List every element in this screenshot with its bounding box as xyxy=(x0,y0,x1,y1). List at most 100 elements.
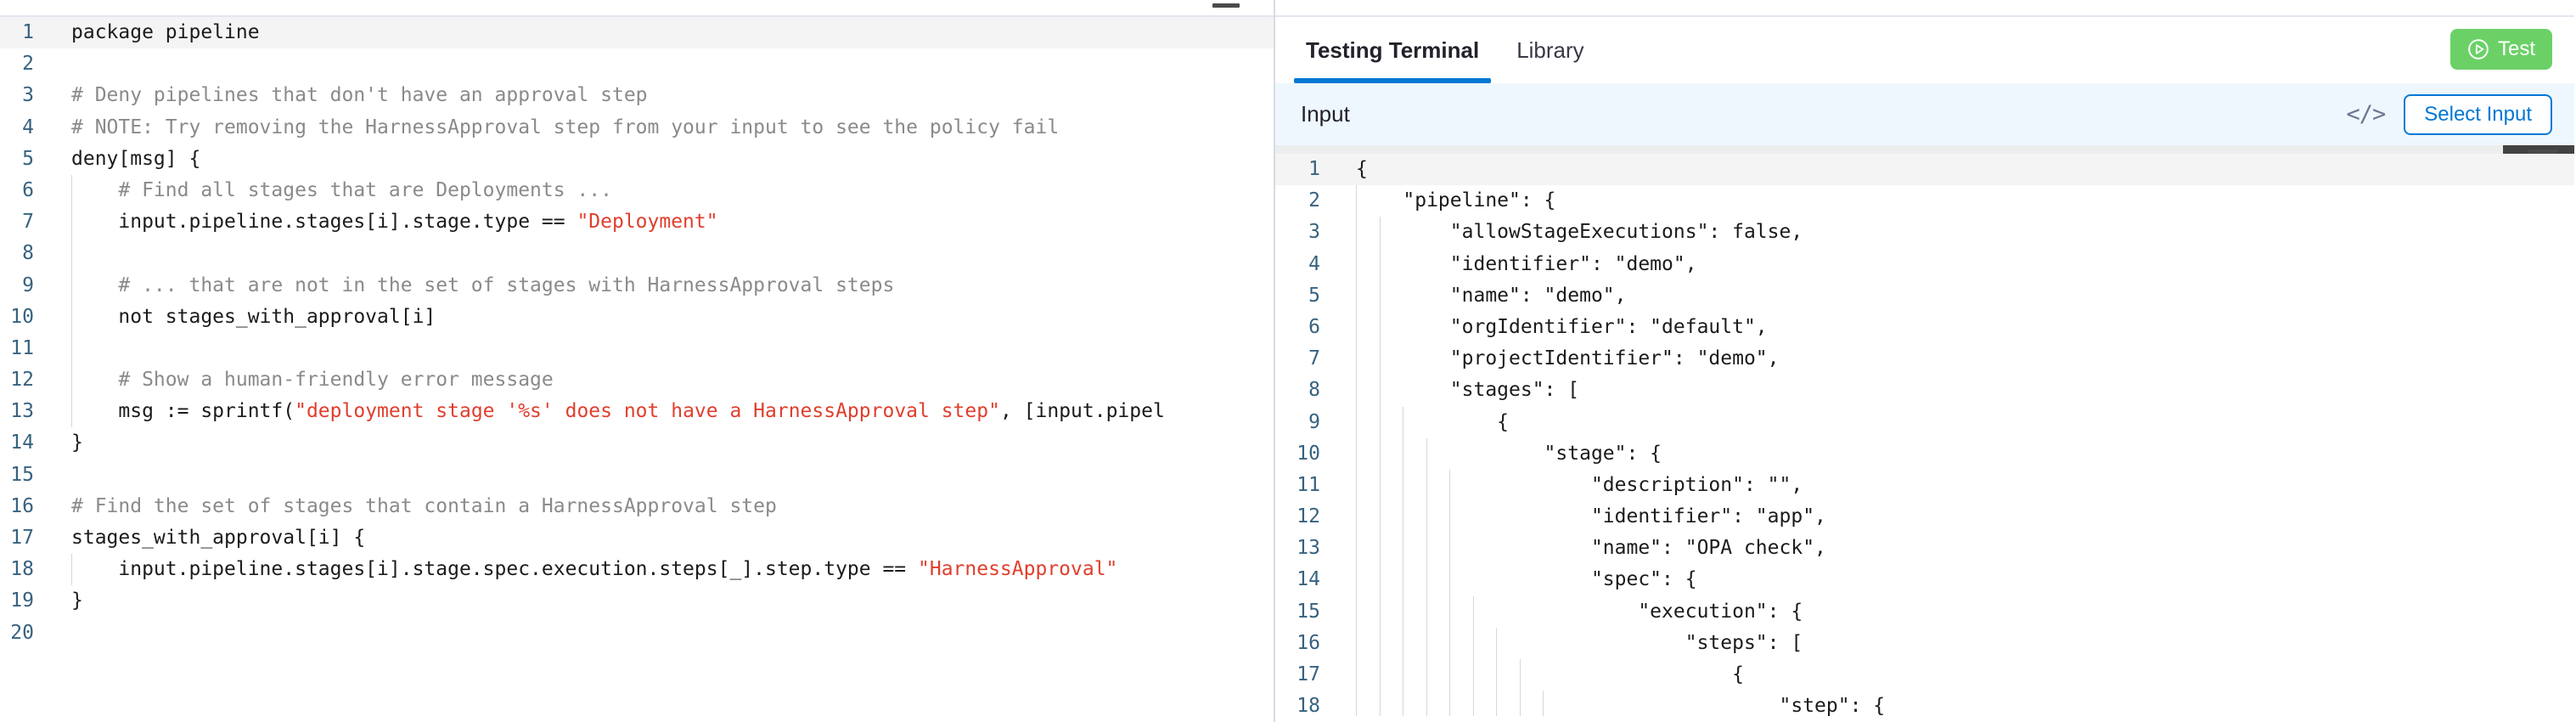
json-line-content[interactable]: "name": "OPA check", xyxy=(1339,533,2574,565)
code-line: 4 # NOTE: Try removing the HarnessApprova… xyxy=(0,112,1274,144)
json-token: "stages": [ xyxy=(1356,379,1580,402)
json-line-number: 2 xyxy=(1308,189,1320,212)
json-line-content[interactable]: "allowStageExecutions": false, xyxy=(1339,217,2574,249)
json-line-content[interactable]: "stage": { xyxy=(1339,437,2574,470)
right-pane-minimize-icon[interactable] xyxy=(2528,149,2557,154)
code-line-content[interactable]: msg := sprintf("deployment stage '%s' do… xyxy=(53,396,1274,428)
json-token: "step": { xyxy=(1356,695,1886,716)
code-line-content[interactable]: # Show a human-friendly error message xyxy=(53,364,1274,397)
json-line-content[interactable]: "description": "", xyxy=(1339,469,2574,502)
json-line-number: 12 xyxy=(1296,505,1320,528)
code-line-content[interactable]: stages_with_approval[i] { xyxy=(53,522,1274,554)
code-token-cmt: # Find all stages that are Deployments .… xyxy=(71,178,612,201)
input-label: Input xyxy=(1301,101,1350,127)
json-token: "pipeline": { xyxy=(1356,189,1556,212)
minimize-icon[interactable] xyxy=(1212,3,1240,8)
line-number: 18 xyxy=(10,558,34,581)
code-token-plain: input.pipeline.stages[i].stage.type == xyxy=(71,211,577,234)
code-line: 6 # Find all stages that are Deployments… xyxy=(0,174,1274,207)
code-line: 19} xyxy=(0,585,1274,617)
json-line-content[interactable]: "identifier": "demo", xyxy=(1339,248,2574,280)
code-line: 8 xyxy=(0,238,1274,270)
line-number: 3 xyxy=(22,84,34,107)
code-token-plain: } xyxy=(71,432,83,454)
code-token-plain: , [input.pipel xyxy=(999,400,1165,423)
json-line-number: 8 xyxy=(1308,379,1320,402)
line-number: 4 xyxy=(22,116,34,138)
json-line-number: 14 xyxy=(1296,568,1320,591)
code-token-cmt: # NOTE: Try removing the HarnessApproval… xyxy=(71,116,1060,138)
json-line-number: 6 xyxy=(1308,315,1320,338)
code-line-content[interactable]: not stages_with_approval[i] xyxy=(53,301,1274,333)
select-input-button[interactable]: Select Input xyxy=(2404,93,2552,135)
code-line-content[interactable]: # Deny pipelines that don't have an appr… xyxy=(53,80,1274,111)
indent-guide xyxy=(71,301,72,333)
json-line-content[interactable]: { xyxy=(1339,659,2574,691)
json-line-content[interactable]: "identifier": "app", xyxy=(1339,501,2574,533)
line-number: 11 xyxy=(10,336,34,359)
code-token-cmt: # Show a human-friendly error message xyxy=(71,369,554,392)
code-token-cmt: # Find the set of stages that contain a … xyxy=(71,494,777,517)
code-line: 10 not stages_with_approval[i] xyxy=(0,301,1274,333)
tab-testing-terminal[interactable]: Testing Terminal xyxy=(1287,17,1498,83)
code-line-content[interactable]: input.pipeline.stages[i].stage.type == "… xyxy=(53,206,1274,239)
code-line-content[interactable]: } xyxy=(53,585,1274,617)
line-number: 10 xyxy=(10,305,34,328)
code-line-content[interactable]: # ... that are not in the set of stages … xyxy=(53,269,1274,302)
json-line: 11 "description": "", xyxy=(1275,469,2574,502)
code-line-content[interactable]: } xyxy=(53,427,1274,459)
line-number: 16 xyxy=(10,494,34,517)
json-line-content[interactable]: { xyxy=(1339,154,2574,186)
json-line-content[interactable]: "execution": { xyxy=(1339,595,2574,628)
code-line: 15 xyxy=(0,460,1274,491)
json-line: 18 "step": { xyxy=(1275,691,2574,716)
json-line-number: 7 xyxy=(1308,347,1320,370)
json-line-content[interactable]: "stages": [ xyxy=(1339,375,2574,407)
code-line: 11 xyxy=(0,332,1274,365)
indent-guide xyxy=(71,269,72,302)
play-circle-icon xyxy=(2468,39,2489,59)
json-line: 17 { xyxy=(1275,659,2574,691)
code-line-content[interactable]: # Find the set of stages that contain a … xyxy=(53,491,1274,522)
json-token: "projectIdentifier": "demo", xyxy=(1356,347,1780,370)
code-line: 13 msg := sprintf("deployment stage '%s'… xyxy=(0,396,1274,428)
tab-library[interactable]: Library xyxy=(1498,17,1602,83)
json-line: 3 "allowStageExecutions": false, xyxy=(1275,217,2574,249)
indent-guide xyxy=(71,554,72,586)
json-line-content[interactable]: "spec": { xyxy=(1339,564,2574,596)
json-line: 7 "projectIdentifier": "demo", xyxy=(1275,343,2574,375)
code-brackets-icon[interactable]: </> xyxy=(2346,101,2386,127)
line-number: 6 xyxy=(22,178,34,201)
indent-guide xyxy=(71,396,72,428)
code-line-content[interactable] xyxy=(53,48,1274,80)
json-line-content[interactable]: "steps": [ xyxy=(1339,627,2574,660)
json-line-number: 15 xyxy=(1296,600,1320,623)
json-token: "name": "OPA check", xyxy=(1356,537,1826,560)
json-line-content[interactable]: "orgIdentifier": "default", xyxy=(1339,311,2574,344)
json-line-content[interactable]: "projectIdentifier": "demo", xyxy=(1339,343,2574,375)
json-line: 12 "identifier": "app", xyxy=(1275,501,2574,533)
code-line-content[interactable] xyxy=(53,332,1274,365)
json-line-content[interactable]: { xyxy=(1339,406,2574,438)
code-line-content[interactable]: package pipeline xyxy=(53,17,1274,49)
json-line-content[interactable]: "pipeline": { xyxy=(1339,185,2574,217)
json-horizontal-scrollbar[interactable] xyxy=(1275,145,2574,154)
json-line-content[interactable]: "step": { xyxy=(1339,691,2574,716)
code-line-content[interactable]: # Find all stages that are Deployments .… xyxy=(53,174,1274,207)
tab-testing-terminal-label: Testing Terminal xyxy=(1306,37,1480,63)
json-input-code-area[interactable]: 1{2 "pipeline": {3 "allowStageExecutions… xyxy=(1275,154,2574,716)
line-number: 9 xyxy=(22,274,34,296)
line-number: 5 xyxy=(22,147,34,170)
code-line-content[interactable]: # NOTE: Try removing the HarnessApproval… xyxy=(53,112,1274,144)
code-token-plain: } xyxy=(71,589,83,612)
json-line: 15 "execution": { xyxy=(1275,595,2574,628)
code-line-content[interactable] xyxy=(53,618,1274,649)
test-button[interactable]: Test xyxy=(2449,29,2552,70)
code-line-content[interactable]: input.pipeline.stages[i].stage.spec.exec… xyxy=(53,554,1274,586)
code-line-content[interactable]: deny[msg] { xyxy=(53,144,1274,175)
json-line-content[interactable]: "name": "demo", xyxy=(1339,279,2574,312)
code-line-content[interactable] xyxy=(53,238,1274,270)
code-line-content[interactable] xyxy=(53,460,1274,491)
